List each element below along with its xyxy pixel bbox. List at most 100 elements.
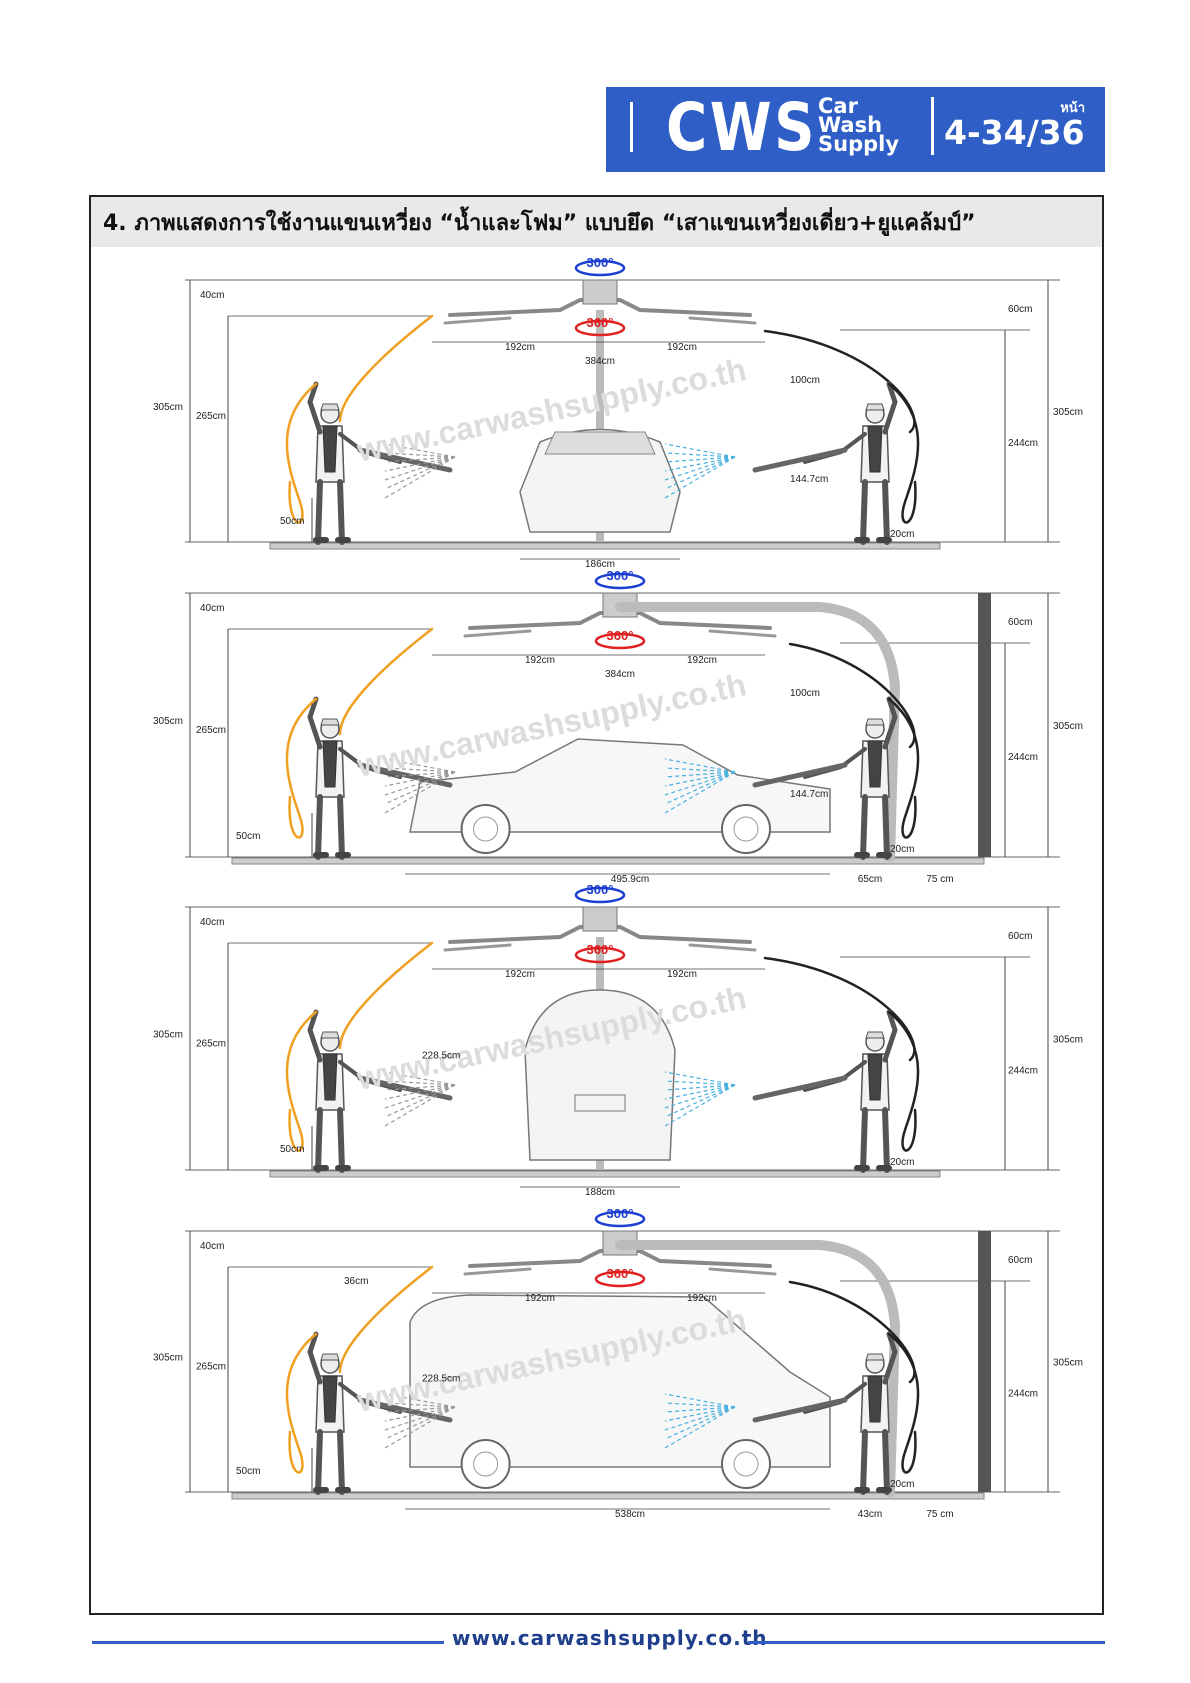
spray-stream bbox=[384, 1084, 456, 1091]
diagram-panel-3: www.carwashsupply.co.th300°360°40cm305cm… bbox=[153, 882, 1083, 1198]
floor-slab bbox=[231, 1492, 985, 1500]
spray-stream bbox=[384, 771, 456, 787]
operator-legs bbox=[315, 479, 345, 545]
page-number: 4-34/36 bbox=[944, 113, 1085, 152]
spray-lance bbox=[752, 762, 848, 788]
dimension-label-305cm: 305cm bbox=[1053, 1358, 1083, 1369]
operator-raised-arm bbox=[307, 381, 323, 435]
logo-divider bbox=[630, 102, 633, 152]
spray-stream bbox=[664, 456, 736, 472]
spray-stream bbox=[384, 1080, 456, 1086]
operator-raised-arm bbox=[307, 1009, 323, 1063]
spray-stream bbox=[664, 1084, 736, 1109]
rotation-300-label: 300° bbox=[587, 882, 614, 897]
dimension-label-36cm: 36cm bbox=[344, 1276, 368, 1287]
operator-raised-arm bbox=[882, 381, 898, 435]
dimension-label-192cm: 192cm bbox=[505, 969, 535, 980]
operator-apron bbox=[867, 1053, 883, 1101]
spray-stream bbox=[664, 1080, 736, 1086]
logo-sub-car: Car bbox=[818, 94, 858, 118]
rotate-300-icon bbox=[594, 1210, 646, 1228]
operator-legs bbox=[860, 794, 890, 860]
logo-sub-wash: Wash bbox=[818, 113, 883, 137]
support-post bbox=[978, 1231, 991, 1492]
operator-figure bbox=[752, 1331, 920, 1495]
section-title-bar: 4. ภาพแสดงการใช้งานแขนเหวี่ยง “น้ำและโฟม… bbox=[91, 197, 1102, 247]
support-post bbox=[978, 593, 991, 857]
spray-stream bbox=[664, 1406, 736, 1422]
left-hose bbox=[338, 1265, 434, 1374]
dimension-label-40cm: 40cm bbox=[200, 603, 224, 614]
spray-stream bbox=[664, 1402, 736, 1408]
hose-coil bbox=[285, 1332, 318, 1474]
spray-stream bbox=[384, 771, 456, 805]
rotation-indicators: 300° 360° bbox=[574, 882, 626, 964]
footer-url: www.carwashsupply.co.th bbox=[452, 1626, 768, 1650]
spray-stream bbox=[384, 443, 456, 458]
dimension-label-2285cm: 228.5cm bbox=[422, 1374, 460, 1385]
spray-stream bbox=[664, 1406, 736, 1431]
wheel-hub bbox=[473, 816, 499, 842]
rotate-300-icon bbox=[574, 259, 626, 277]
left-hose bbox=[338, 941, 434, 1050]
page-divider bbox=[931, 97, 934, 155]
operator-apron bbox=[867, 1375, 883, 1423]
rotate-300-icon bbox=[594, 572, 646, 590]
spray-stream bbox=[664, 771, 736, 778]
dimension-label-50cm: 50cm bbox=[280, 516, 304, 527]
dimension-label-1447cm: 144.7cm bbox=[790, 789, 828, 800]
operator-raised-arm bbox=[307, 696, 323, 750]
dimension-label-2285cm: 228.5cm bbox=[422, 1051, 460, 1062]
dimension-label-60cm: 60cm bbox=[1008, 617, 1032, 628]
rotation-360-label: 360° bbox=[607, 628, 634, 643]
spray-stream bbox=[384, 456, 456, 490]
spray-stream bbox=[664, 456, 736, 490]
car-windshield bbox=[544, 431, 656, 455]
dimension-label-40cm: 40cm bbox=[200, 1241, 224, 1252]
spray-lance bbox=[752, 1397, 848, 1423]
operator-figure bbox=[752, 1009, 920, 1173]
operator-cap bbox=[865, 1353, 885, 1361]
dimension-label-1447cm: 144.7cm bbox=[790, 474, 828, 485]
wheel-hub bbox=[733, 1451, 759, 1477]
rotate-360-icon bbox=[574, 319, 626, 337]
dimension-label-20cm: 20cm bbox=[890, 844, 914, 855]
rotation-300-label: 300° bbox=[607, 568, 634, 583]
spray-stream bbox=[664, 767, 736, 773]
operator-apron bbox=[322, 425, 338, 473]
gooseneck-column bbox=[615, 1240, 901, 1497]
dimension-label-100cm: 100cm bbox=[790, 375, 820, 386]
van-plate bbox=[574, 1094, 626, 1112]
dimension-label-188cm: 188cm bbox=[585, 1187, 615, 1198]
gooseneck-column bbox=[615, 602, 901, 862]
dimension-label-60cm: 60cm bbox=[1008, 304, 1032, 315]
spray-stream bbox=[384, 1406, 456, 1440]
spray-lance bbox=[752, 1075, 848, 1101]
dimension-label-192cm: 192cm bbox=[525, 655, 555, 666]
spray-stream bbox=[664, 1084, 736, 1091]
wheel bbox=[721, 804, 771, 854]
spray-stream bbox=[664, 443, 736, 458]
dimension-label-192cm: 192cm bbox=[667, 969, 697, 980]
operator-cap bbox=[320, 718, 340, 726]
left-hose bbox=[338, 627, 434, 736]
swing-arm-tip bbox=[463, 629, 777, 638]
rotation-360-label: 360° bbox=[587, 942, 614, 957]
rotation-indicators: 300°360° bbox=[574, 255, 626, 337]
spray-stream bbox=[384, 1084, 456, 1100]
floor-slab bbox=[269, 1170, 941, 1178]
content-frame bbox=[89, 195, 1104, 1615]
dimension-label-305cm: 305cm bbox=[1053, 407, 1083, 418]
operator-apron bbox=[867, 425, 883, 473]
dimension-label-384cm: 384cm bbox=[605, 669, 635, 680]
spray-stream bbox=[664, 1084, 736, 1118]
wheel bbox=[460, 804, 511, 854]
wheel-hub bbox=[733, 816, 759, 842]
spray-stream bbox=[384, 456, 456, 463]
spray-stream bbox=[384, 1406, 456, 1431]
spray-stream bbox=[664, 771, 736, 805]
dimension-label-40cm: 40cm bbox=[200, 290, 224, 301]
van-front-view bbox=[524, 989, 676, 1161]
spray-stream bbox=[664, 771, 736, 787]
